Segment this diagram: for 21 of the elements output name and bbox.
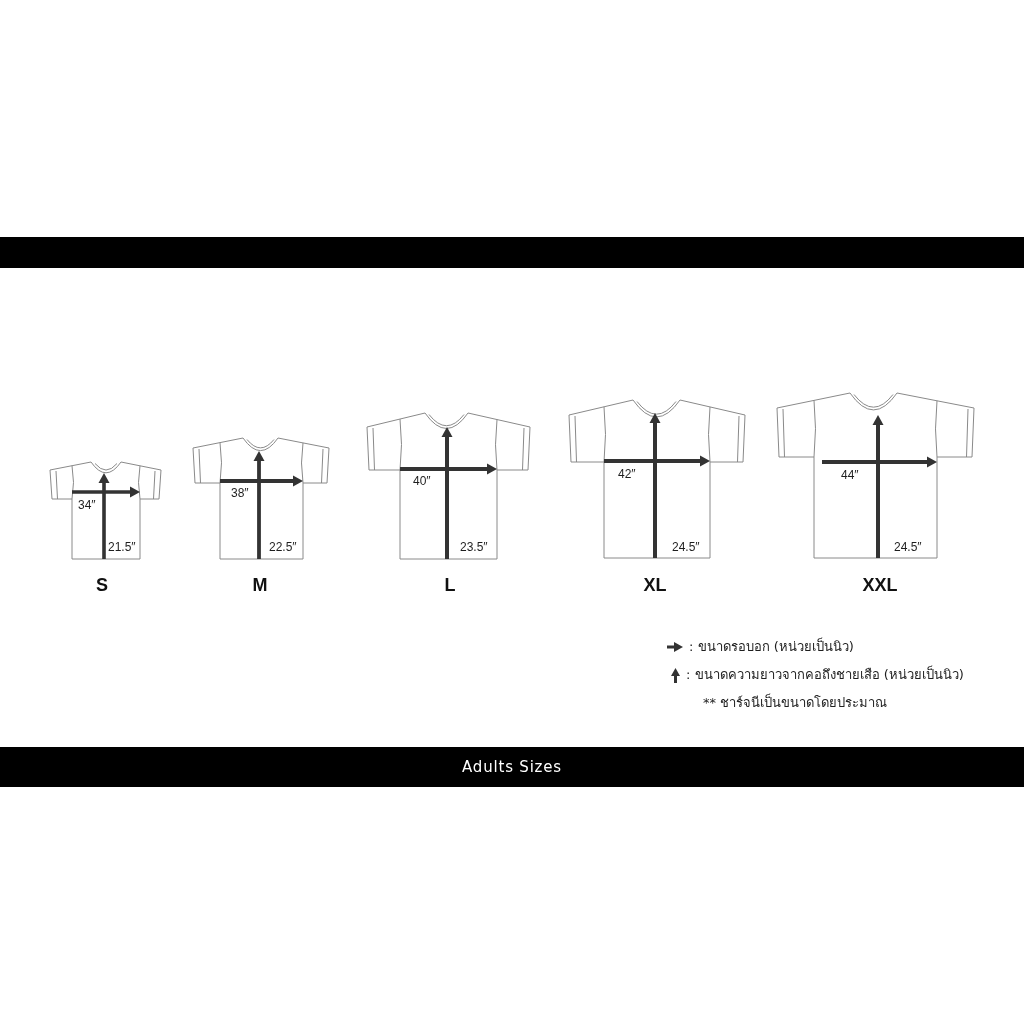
measurement-label: 34″	[78, 499, 96, 513]
band-title: Adults Sizes	[462, 758, 562, 776]
footer-band	[0, 747, 1024, 787]
measurement-label: 23.5″	[460, 541, 488, 555]
measurement-label: 24.5″	[894, 541, 922, 555]
measurement-label: 44″	[841, 469, 859, 483]
measurement-label: 21.5″	[108, 541, 136, 555]
measurement-label: 40″	[413, 475, 431, 489]
measurement-label: 42″	[618, 468, 636, 482]
measurement-label: 38″	[231, 487, 249, 501]
legend-text: : ขนาดรอบอก (หน่วยเป็นนิว)	[689, 639, 854, 656]
legend-text: : ขนาดความยาวจากคอถึงชายเสือ (หน่วยเป็นนิว)	[686, 667, 964, 684]
size-label: S	[96, 576, 108, 596]
measurement-label: 22.5″	[269, 541, 297, 555]
size-label: L	[444, 576, 456, 596]
header-band	[0, 237, 1024, 268]
size-label: XXL	[862, 576, 898, 596]
measurement-label: 24.5″	[672, 541, 700, 555]
size-label: XL	[643, 576, 667, 596]
note-text: ** ชาร์จนีเป็นขนาดโดยประมาณ	[703, 695, 888, 712]
size-label: M	[252, 576, 268, 596]
